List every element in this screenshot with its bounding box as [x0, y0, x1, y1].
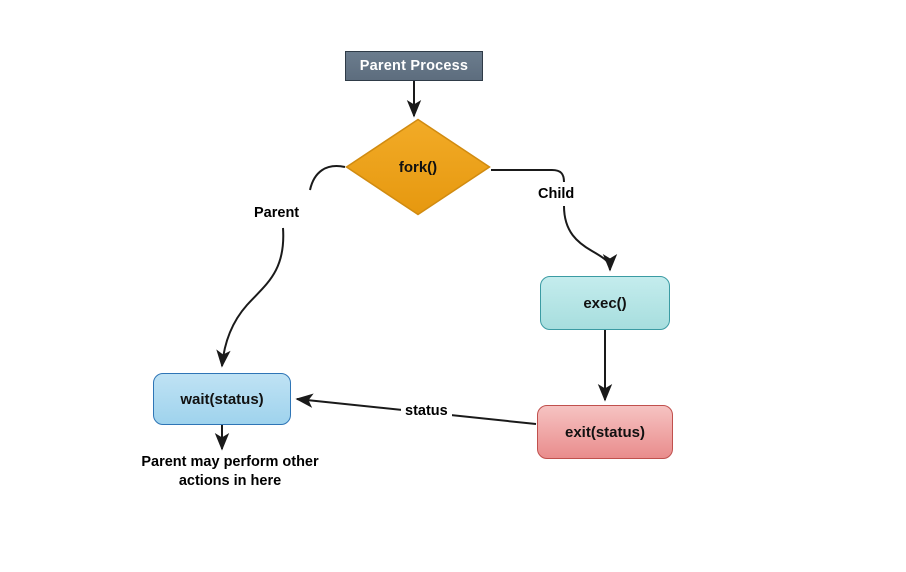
node-fork-label: fork(): [398, 158, 438, 176]
edge-label-parent-branch: Parent: [254, 205, 300, 221]
node-wait-label: wait(status): [180, 390, 264, 408]
edge-parent-branch-to-wait: [216, 227, 285, 368]
node-parent-process[interactable]: Parent Process: [345, 51, 483, 81]
node-exit-label: exit(status): [564, 423, 646, 441]
node-parent-process-label: Parent Process: [359, 58, 469, 74]
node-exec-label: exec(): [583, 294, 627, 312]
note-parent-actions-line2: actions in here: [178, 473, 282, 489]
edge-label-child-branch: Child: [538, 186, 575, 202]
note-parent-actions: Parent may perform other actions in here: [96, 453, 364, 491]
edge-fork-to-parent-label: [309, 165, 346, 191]
edge-fork-to-child-label: [491, 169, 565, 183]
edge-label-status: status: [401, 403, 452, 419]
node-fork[interactable]: fork(): [345, 118, 491, 216]
diamond-shape: [345, 118, 491, 216]
note-parent-actions-line1: Parent may perform other: [141, 454, 319, 470]
node-exit[interactable]: exit(status): [537, 405, 673, 459]
node-wait[interactable]: wait(status): [153, 373, 291, 425]
node-exec[interactable]: exec(): [540, 276, 670, 330]
edge-child-branch-to-exec: [563, 205, 618, 272]
